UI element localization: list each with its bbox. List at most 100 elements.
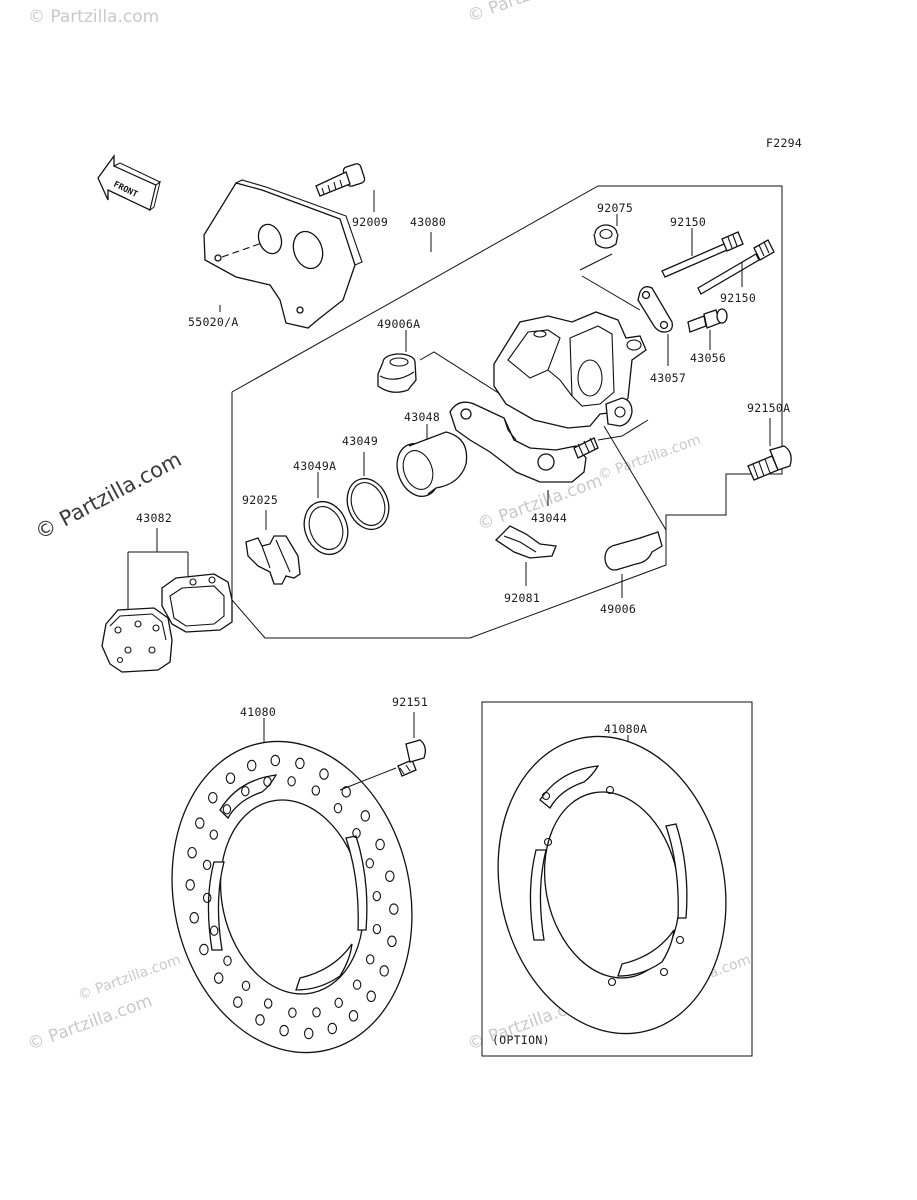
option-label: (OPTION)	[492, 1033, 550, 1047]
disc-hole	[288, 1007, 297, 1018]
label-92151: 92151	[392, 695, 428, 709]
disc-hole	[187, 846, 197, 859]
disc-hole	[334, 997, 343, 1008]
disc-hole	[372, 890, 382, 902]
link-43057	[637, 286, 673, 333]
bolt-92150a	[747, 445, 792, 481]
disc-hole	[263, 998, 273, 1009]
disc-hole	[385, 870, 395, 882]
disc-hole	[199, 943, 209, 956]
disc-hole	[387, 935, 397, 948]
label-92150-bottom: 92150	[720, 291, 756, 305]
label-43049: 43049	[342, 434, 378, 448]
label-92025: 92025	[242, 493, 278, 507]
disc-hole	[213, 972, 224, 984]
disc-hole	[366, 990, 376, 1003]
disc-hole	[311, 785, 321, 796]
seal-43049	[346, 477, 390, 531]
disc-hole	[202, 859, 212, 871]
label-92009: 92009	[352, 215, 388, 229]
bracket-55020a	[203, 179, 363, 329]
disc-hole	[208, 791, 218, 804]
label-43056: 43056	[690, 351, 726, 365]
bolt-92151	[397, 739, 426, 777]
figure-code: F2294	[766, 136, 802, 150]
watermark-top-center: © Partzilla.com	[465, 0, 595, 27]
disc-hole	[352, 979, 362, 990]
label-41080: 41080	[240, 705, 276, 719]
disc-hole	[241, 980, 251, 991]
disc-hole	[241, 786, 250, 797]
disc-hole	[312, 1007, 321, 1018]
label-49006: 49006	[600, 602, 636, 616]
disc-hole	[223, 955, 232, 966]
disc-hole	[225, 772, 236, 784]
label-43044: 43044	[531, 511, 567, 525]
label-55020a: 55020/A	[188, 315, 239, 329]
label-92081: 92081	[504, 591, 540, 605]
piston-43048	[396, 431, 468, 497]
disc-hole	[372, 923, 382, 935]
label-43080: 43080	[410, 215, 446, 229]
brake-pad-rear	[161, 573, 233, 633]
disc-hole	[209, 829, 219, 840]
disc-hole	[333, 803, 343, 814]
bleeder-43056	[687, 308, 728, 333]
disc-hole	[189, 912, 199, 924]
caliper-body	[493, 311, 647, 429]
disc-hole	[348, 1010, 359, 1022]
disc-hole	[341, 786, 351, 798]
disc-hole	[379, 965, 389, 977]
disc-hole	[270, 754, 281, 767]
option-box	[481, 701, 753, 1057]
disc-hole	[222, 804, 232, 815]
spring-92025	[245, 535, 301, 585]
bolt-92009	[315, 163, 366, 197]
label-49006a: 49006A	[377, 317, 420, 331]
disc-hole	[327, 1022, 338, 1035]
disc-hole	[303, 1027, 314, 1040]
spring-92081	[494, 525, 557, 559]
brake-disc-41080a	[497, 735, 727, 1035]
disc-hole	[389, 903, 399, 915]
pin-92150-a	[661, 231, 744, 278]
brake-disc-41080	[171, 740, 413, 1054]
caliper-group-outline	[231, 185, 783, 639]
disc-hole	[209, 925, 219, 936]
label-92150-top: 92150	[670, 215, 706, 229]
disc-hole	[375, 838, 385, 851]
watermark-top-left: © Partzilla.com	[28, 7, 159, 27]
label-41080a: 41080A	[604, 722, 647, 736]
disc-hole	[365, 858, 375, 869]
watermark-main: © Partzilla.com	[31, 447, 185, 544]
disc-hole	[319, 768, 329, 780]
label-92075: 92075	[597, 201, 633, 215]
disc-hole	[233, 996, 243, 1008]
pin-49006	[604, 531, 663, 571]
pin-92150-b	[697, 239, 775, 295]
disc-drill-holes	[185, 754, 399, 1040]
disc-hole	[295, 757, 305, 770]
label-92150a: 92150A	[747, 401, 790, 415]
label-43057: 43057	[650, 371, 686, 385]
watermark-disc-left: © Partzilla.com	[76, 952, 183, 1004]
label-43082: 43082	[136, 511, 172, 525]
disc-hole	[263, 776, 272, 787]
front-arrow-icon: FRONT	[97, 154, 161, 212]
disc-hole	[202, 892, 212, 904]
disc-hole	[246, 759, 257, 772]
seal-43049a	[303, 500, 349, 556]
disc-hole	[255, 1014, 265, 1026]
boot-49006a	[377, 353, 417, 393]
label-43048: 43048	[404, 410, 440, 424]
disc-hole	[287, 776, 296, 787]
disc-hole	[365, 954, 375, 965]
disc-hole	[279, 1024, 289, 1037]
disc-hole	[195, 817, 205, 829]
boot-92075	[593, 224, 619, 249]
support-43044	[449, 401, 599, 483]
label-43049a: 43049A	[293, 459, 336, 473]
disc-hole	[360, 810, 371, 822]
disc-hole	[185, 879, 195, 891]
